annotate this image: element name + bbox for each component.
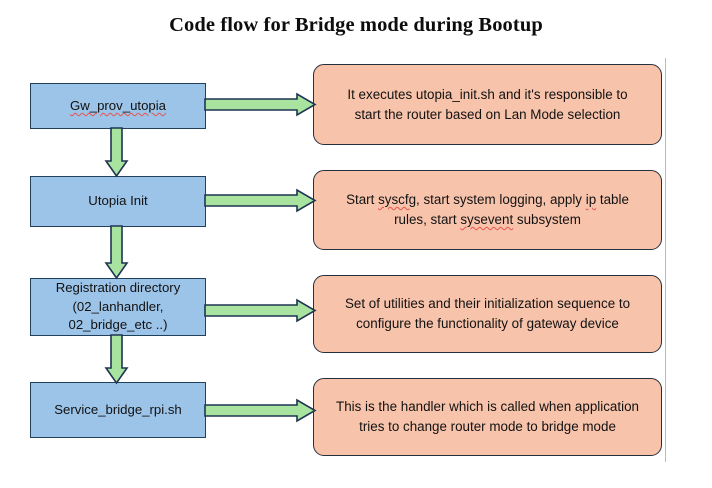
stage-label-line-1: Service_bridge_rpi.sh bbox=[54, 401, 182, 417]
description-text: Start syscfg, start system logging, appl… bbox=[328, 190, 647, 230]
description-line-2: tries to change router mode to bridge mo… bbox=[359, 419, 616, 434]
misspelled-word-syscfg: syscfg bbox=[378, 192, 417, 207]
description-box-service-bridge-rpi-sh[interactable]: This is the handler which is called when… bbox=[313, 378, 662, 456]
stage-box-utopia-init[interactable]: Utopia Init bbox=[30, 176, 206, 227]
stage-box-label: Utopia Init bbox=[37, 192, 199, 211]
arrow-utopia-init-to-registration-directory bbox=[104, 225, 129, 280]
description-line-1: Start syscfg, start system logging, appl… bbox=[328, 190, 647, 210]
description-box-utopia-init[interactable]: Start syscfg, start system logging, appl… bbox=[313, 170, 662, 250]
stage-box-label: Gw_prov_utopia bbox=[37, 97, 199, 116]
arrow-gw-prov-utopia-to-description bbox=[204, 92, 317, 117]
stage-box-label: Registration directory (02_lanhandler, 0… bbox=[37, 279, 199, 335]
stage-box-registration-directory[interactable]: Registration directory (02_lanhandler, 0… bbox=[30, 278, 206, 336]
arrow-registration-directory-to-service-bridge-rpi-sh bbox=[104, 334, 129, 385]
stage-label-line-1: Gw_prov_utopia bbox=[69, 97, 167, 113]
misspelled-word-sysevent: sysevent bbox=[460, 212, 514, 227]
description-line-2: configure the functionality of gateway d… bbox=[356, 316, 619, 331]
stage-label-line-1: Registration directory bbox=[55, 280, 181, 296]
description-text-fragment: , start system logging, apply bbox=[416, 192, 586, 207]
stage-box-label: Service_bridge_rpi.sh bbox=[37, 401, 199, 420]
description-line-1: Set of utilities and their initializatio… bbox=[344, 296, 631, 311]
arrow-service-bridge-rpi-sh-to-description bbox=[204, 398, 317, 423]
arrow-gw-prov-utopia-to-utopia-init bbox=[104, 127, 129, 178]
description-line-2: rules, start sysevent subsystem bbox=[328, 210, 647, 230]
arrow-utopia-init-to-description bbox=[204, 188, 317, 213]
stage-label-line-3: 02_bridge_etc ..) bbox=[68, 317, 168, 333]
misspelled-word-ip: ip bbox=[585, 192, 597, 207]
description-line-1: This is the handler which is called when… bbox=[336, 399, 639, 414]
arrow-registration-directory-to-description bbox=[204, 298, 317, 323]
description-line-2: start the router based on Lan Mode selec… bbox=[354, 106, 621, 122]
description-text: This is the handler which is called when… bbox=[328, 397, 647, 437]
description-text: Set of utilities and their initializatio… bbox=[328, 294, 647, 334]
stage-label-line-2: (02_lanhandler, bbox=[72, 298, 164, 314]
description-box-gw-prov-utopia[interactable]: It executes utopia_init.sh and it's resp… bbox=[313, 64, 662, 145]
description-box-registration-directory[interactable]: Set of utilities and their initializatio… bbox=[313, 275, 662, 353]
diagram-title: Code flow for Bridge mode during Bootup bbox=[169, 14, 543, 36]
stage-label-line-1: Utopia Init bbox=[88, 193, 148, 209]
stage-box-service-bridge-rpi-sh[interactable]: Service_bridge_rpi.sh bbox=[30, 382, 206, 438]
right-edge-rule bbox=[665, 58, 666, 462]
description-text-fragment: subsystem bbox=[513, 212, 581, 227]
description-text-fragment: Start bbox=[346, 192, 379, 207]
description-text-fragment: table bbox=[596, 192, 629, 207]
description-line-1: It executes utopia_init.sh and it's resp… bbox=[347, 86, 628, 102]
stage-box-gw-prov-utopia[interactable]: Gw_prov_utopia bbox=[30, 83, 206, 129]
description-text: It executes utopia_init.sh and it's resp… bbox=[328, 85, 647, 125]
description-text-fragment: rules, start bbox=[394, 212, 461, 227]
